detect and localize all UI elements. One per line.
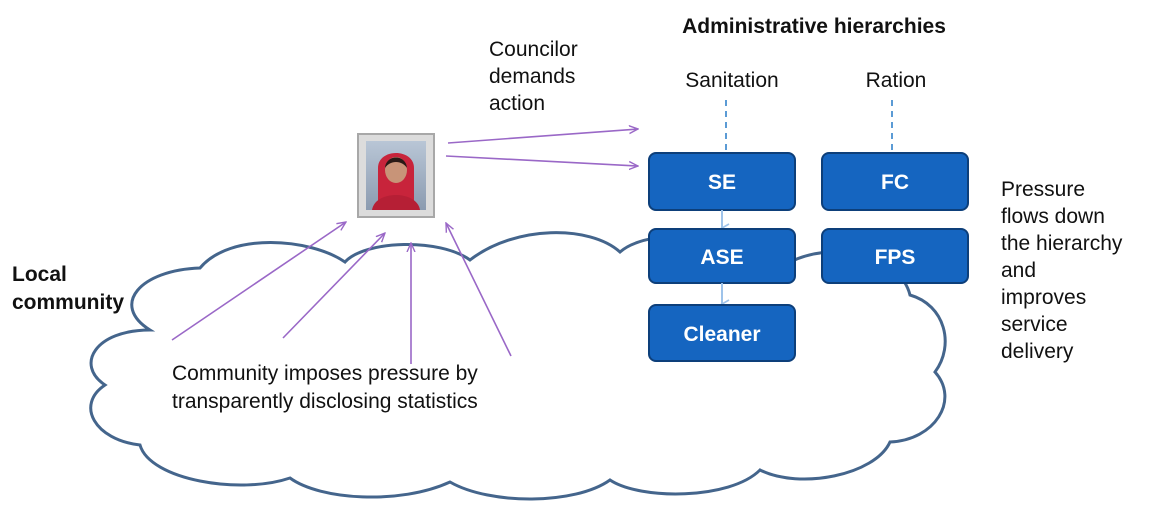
- box-cleaner-label: Cleaner: [683, 323, 760, 346]
- box-fc: FC: [821, 152, 969, 211]
- hierarchies-title: Administrative hierarchies: [682, 15, 946, 38]
- arrow-councilor-to-se: [445, 155, 638, 166]
- councilor-label-line: action: [489, 92, 545, 115]
- community-pressure-text: Community imposes pressure by transparen…: [172, 362, 484, 413]
- box-ase-label: ASE: [700, 246, 743, 269]
- councilor-photo: [357, 133, 435, 218]
- box-fc-label: FC: [881, 171, 909, 194]
- arrow-councilor-to-sanitation: [447, 129, 638, 144]
- pressure-flow-line: and: [1001, 259, 1036, 282]
- pressure-flow-line: delivery: [1001, 340, 1074, 363]
- box-se-label: SE: [708, 171, 736, 194]
- arrow-community-to-councilor: [171, 222, 346, 341]
- box-fps-label: FPS: [875, 246, 916, 269]
- pressure-flow-line: Pressure: [1001, 178, 1085, 201]
- councilor-label-line: Councilor: [489, 38, 578, 61]
- pressure-flow-line: service: [1001, 313, 1068, 336]
- councilor-label: Councilor demands action: [489, 38, 584, 115]
- local-community-line: community: [12, 291, 124, 314]
- arrow-community-to-councilor: [446, 223, 512, 357]
- box-cleaner: Cleaner: [648, 304, 796, 362]
- councilor-label-line: demands: [489, 65, 575, 88]
- arrow-community-to-councilor: [282, 233, 385, 339]
- pressure-flow-text: Pressure flows down the hierarchy and im…: [1001, 178, 1128, 363]
- pressure-flow-line: flows down: [1001, 205, 1105, 228]
- local-community-line: Local: [12, 263, 67, 286]
- local-community-label: Local community: [12, 263, 124, 314]
- box-se: SE: [648, 152, 796, 211]
- community-pressure-line: transparently disclosing statistics: [172, 390, 478, 413]
- pressure-flow-line: the hierarchy: [1001, 232, 1123, 255]
- community-pressure-line: Community imposes pressure by: [172, 362, 478, 385]
- box-fps: FPS: [821, 228, 969, 284]
- community-cloud: [89, 231, 947, 501]
- box-ase: ASE: [648, 228, 796, 284]
- column-header-ration: Ration: [866, 69, 927, 92]
- column-header-sanitation: Sanitation: [685, 69, 778, 92]
- pressure-flow-line: improves: [1001, 286, 1086, 309]
